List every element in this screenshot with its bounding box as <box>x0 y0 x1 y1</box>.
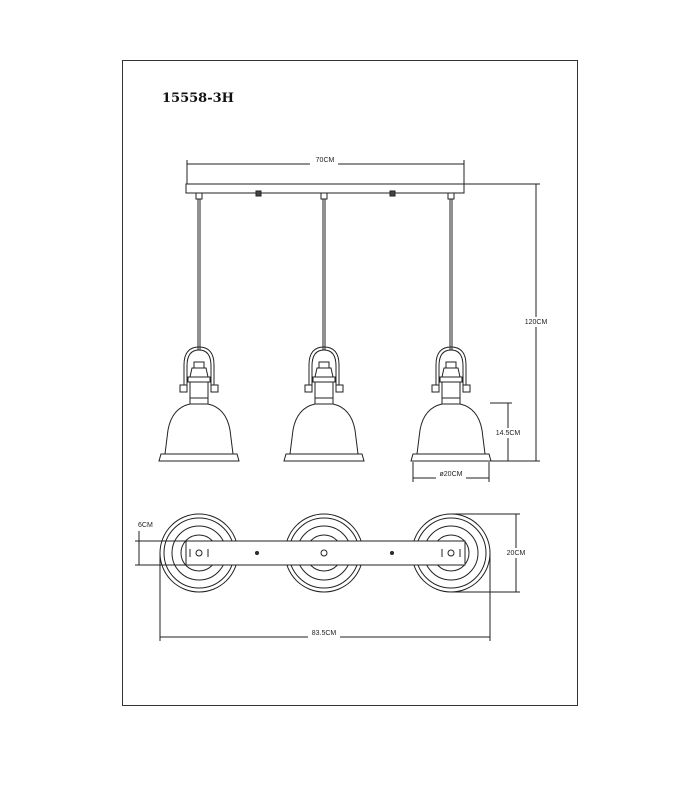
pendant-left <box>158 192 240 462</box>
dim-base-depth: 6CM <box>138 522 153 529</box>
dim-shade-diameter: ø20CM <box>440 471 463 478</box>
dim-total-height: 120CM <box>525 319 548 326</box>
dim-total-width: 83.5CM <box>312 630 337 637</box>
dim-base-height: 20CM <box>507 550 526 557</box>
pendant-right <box>410 192 492 462</box>
mount-screw-right <box>389 190 396 197</box>
dim-width-top: 70CM <box>316 157 335 164</box>
model-code: 15558-3H <box>162 91 234 106</box>
mount-screw-left <box>255 190 262 197</box>
canopy-bar <box>185 183 465 194</box>
pendant-middle <box>283 192 365 462</box>
drawing-frame <box>122 60 578 706</box>
dim-shade-height: 14.5CM <box>496 430 521 437</box>
